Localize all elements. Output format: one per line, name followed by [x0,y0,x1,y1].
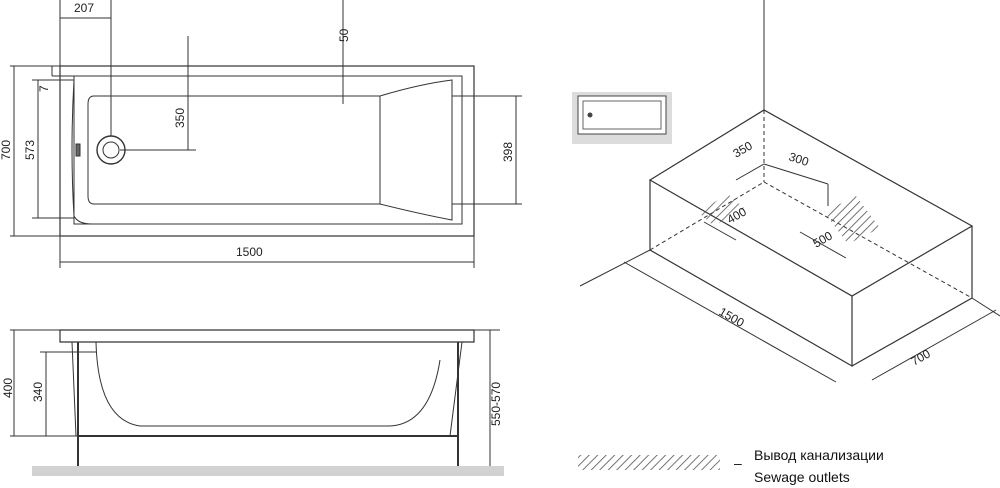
iso-dim500-line [799,231,847,259]
plan-outer-rim [59,65,475,237]
side-view [10,329,504,476]
iso-front-face [649,180,853,368]
side-dim-340: 340 [31,382,45,402]
iso-dim-1500: 1500 [717,304,747,330]
plan-dim-1500: 1500 [236,245,263,259]
legend-hatch-swatch [578,455,720,470]
plan-dim-700: 700 [0,140,13,160]
plan-backrest [379,79,453,221]
iso-dim-350: 350 [731,138,756,160]
thumbnail-plan [572,92,672,144]
legend-label-en: Sewage outlets [754,469,850,485]
side-dim-550-570: 550-570 [489,382,503,426]
iso-wall-base-right [971,297,1000,317]
plan-dim-50: 50 [337,28,351,42]
iso-outlet-hatch-2 [824,196,880,244]
iso-dim300-line [763,163,829,185]
iso-wall-base-left [579,249,651,287]
plan-dim-207: 207 [74,1,94,15]
plan-dim-398: 398 [501,142,515,162]
plan-rim-curve-left [71,79,93,225]
iso-hidden-right [763,181,973,299]
side-rim [59,329,475,343]
side-dim-400: 400 [1,378,15,398]
iso-dim400-line [703,221,737,241]
plan-overflow [75,143,81,157]
legend-label-ru: Вывод канализации [754,447,884,463]
legend: – Вывод канализации Sewage outlets [578,447,884,485]
plan-drain-inner [102,141,120,159]
iso-dim1500-line [623,261,837,383]
plan-dim-350: 350 [173,108,187,128]
thumb-drain [587,112,593,118]
plan-dim-7: 7 [37,85,51,92]
iso-dim-700: 700 [909,346,934,368]
plan-basin [87,95,381,205]
iso-dim700-line [871,309,997,381]
side-body [71,341,463,437]
iso-outlet-hatch-1 [698,194,744,226]
iso-side-face [851,226,973,367]
iso-dim-500: 500 [811,228,836,250]
thumb-basin [582,100,662,130]
plan-view [10,0,522,268]
iso-view [579,0,1000,383]
side-basin-curve [95,341,441,427]
iso-top-face [648,109,974,297]
iso-dim350-line [735,163,765,181]
plan-dim-573: 573 [23,140,37,160]
plan-inner-rim [73,75,463,225]
thumb-tub [577,95,667,135]
iso-dim-300: 300 [787,150,811,170]
legend-dash: – [734,455,742,471]
side-floor [32,466,504,476]
